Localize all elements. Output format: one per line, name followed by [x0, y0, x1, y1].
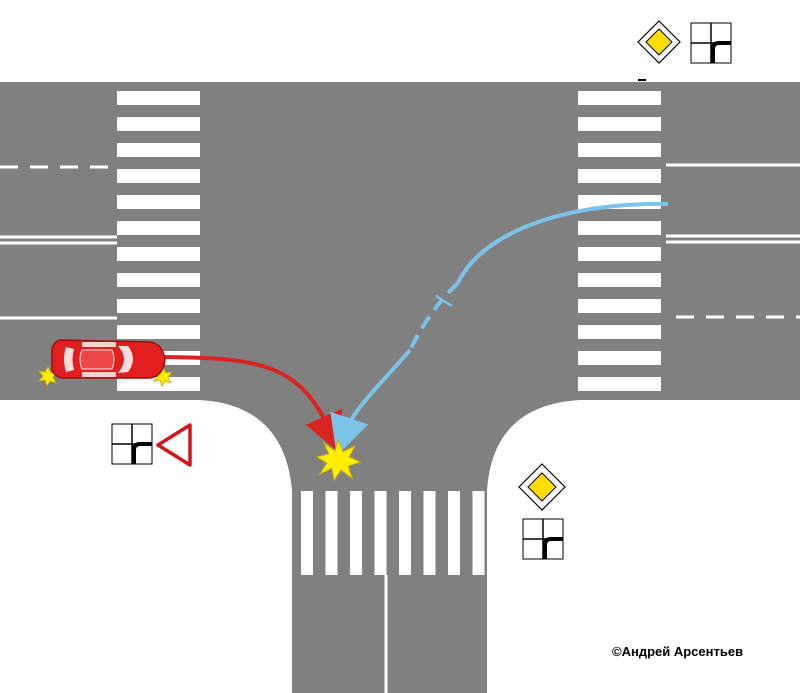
- yield-triangle-icon: [156, 423, 192, 467]
- crosswalk-stripe: [301, 491, 313, 575]
- red-car-path: [159, 355, 343, 454]
- crosswalk-right: [578, 91, 661, 391]
- crosswalk-stripe: [117, 169, 200, 183]
- main-road-direction-sign-top-right: [690, 22, 732, 64]
- crosswalk-stripe: [117, 91, 200, 105]
- collision-star-icon: [315, 438, 362, 482]
- crosswalk-stripe: [423, 491, 436, 575]
- crosswalk-bottom: [301, 491, 485, 575]
- blue-vehicle-path-dashed: [408, 281, 460, 351]
- car-windshield: [118, 346, 133, 373]
- crosswalk-stripe: [578, 325, 661, 339]
- blue-vehicle-path: [456, 201, 669, 284]
- crosswalk-stripe: [578, 91, 661, 105]
- crosswalk-stripe: [325, 491, 338, 575]
- crosswalk-stripe: [472, 491, 485, 575]
- crosswalk-stripe: [399, 491, 411, 575]
- car-side-window-bottom: [82, 372, 116, 377]
- priority-road-sign-bottom-right: [518, 463, 566, 511]
- blue-vehicle-path-end: [330, 348, 412, 456]
- car-rear-window: [64, 347, 74, 372]
- car-roof-highlight: [79, 349, 115, 370]
- crosswalk-stripe: [350, 491, 362, 575]
- crosswalk-stripe: [374, 491, 387, 575]
- main-road-direction-sign-bottom-right: [522, 518, 564, 560]
- crosswalk-stripe: [578, 351, 661, 365]
- crosswalk-stripe: [117, 299, 200, 313]
- crosswalk-stripe: [578, 221, 661, 235]
- main-road-direction-sign-left: [111, 423, 153, 465]
- crosswalk-stripe: [578, 247, 661, 261]
- crosswalk-stripe: [578, 117, 661, 131]
- crosswalk-stripe: [578, 273, 661, 287]
- crosswalk-stripe: [578, 299, 661, 313]
- crosswalk-stripe: [117, 143, 200, 157]
- crosswalk-stripe: [117, 117, 200, 131]
- crosswalk-stripe: [578, 143, 661, 157]
- copyright-text: ©Андрей Арсентьев: [612, 644, 744, 659]
- lane-markings-right: [666, 163, 800, 319]
- yield-sign-left: [156, 423, 192, 467]
- car-side-window-top: [82, 342, 116, 347]
- crosswalk-stripe: [117, 377, 200, 391]
- crosswalk-stripe: [578, 169, 661, 183]
- crosswalk-stripe: [117, 273, 200, 287]
- priority-road-sign-top-right: [637, 20, 681, 64]
- crosswalk-stripe: [448, 491, 460, 575]
- crosswalk-stripe: [117, 247, 200, 261]
- blue-path-cross-mark: [435, 294, 453, 308]
- lane-markings-left: [0, 165, 117, 320]
- crosswalk-stripe: [117, 221, 200, 235]
- crosswalk-stripe: [578, 377, 661, 391]
- red-car: [38, 339, 173, 387]
- crosswalk-stripe: [117, 195, 200, 209]
- crosswalk-stripe: [117, 325, 200, 339]
